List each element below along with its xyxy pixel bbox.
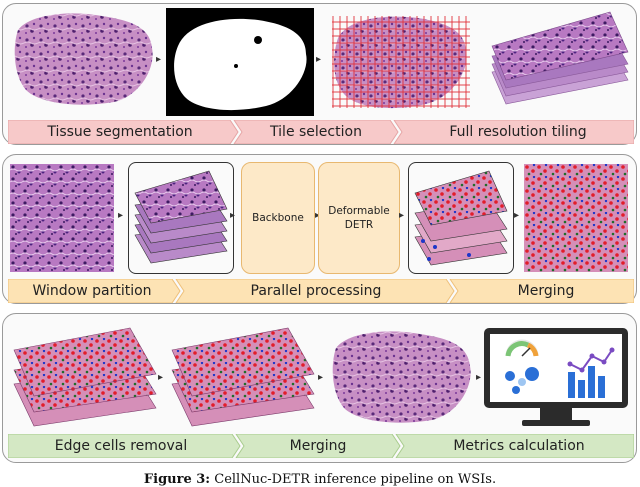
final-tissue-image [328,326,476,424]
stage-metrics-calculation: Metrics calculation [453,438,585,454]
arrow-10: ▸ [476,372,482,383]
row-1-stage-bar: Tissue segmentation Tile selection Full … [8,120,634,144]
edge-removal-stack [10,326,158,428]
tile-stack [482,8,632,114]
backbone-label: Backbone [252,212,304,224]
detr-label-line-1: Deformable [328,205,390,217]
arrow-6: ▸ [399,210,405,221]
tissue-image [10,8,158,108]
arrow-7: ▸ [514,210,520,221]
window-stack [128,162,234,274]
stage-window-partition: Window partition [32,283,152,299]
arrow-1: ▸ [156,54,162,65]
backbone-box: Backbone [241,162,315,274]
arrow-8: ▸ [158,372,164,383]
deformable-detr-box: Deformable DETR [318,162,400,274]
stage-tissue-segmentation: Tissue segmentation [47,124,193,140]
monitor-icon [482,326,630,430]
stage-merging-2: Merging [517,283,575,299]
stage-full-resolution-tiling: Full resolution tiling [449,124,587,140]
bar-chart-icon [567,347,615,398]
caption-text: CellNuc-DETR inference pipeline on WSIs. [210,472,497,487]
caption-label: Figure 3: [143,472,211,487]
arrow-3: ▸ [118,210,124,221]
arrow-9: ▸ [318,372,324,383]
stage-edge-cells-removal: Edge cells removal [54,438,188,454]
stage-tile-selection: Tile selection [270,124,362,140]
arrow-5: ▸ [315,210,320,221]
detection-stack [408,162,514,274]
arrow-2: ▸ [316,54,322,65]
merged-detection-image [524,164,628,272]
figure-caption: Figure 3: CellNuc-DETR inference pipelin… [0,472,640,487]
tile-grid [326,8,474,116]
stage-merging-3: Merging [289,438,347,454]
stage-parallel-processing: Parallel processing [250,283,382,299]
window-image [10,164,114,272]
detr-label-line-2: DETR [344,219,374,231]
arrow-4: ▸ [230,210,236,221]
gauge-icon [505,339,539,357]
merged-stack [168,326,318,428]
row-3-stage-bar: Edge cells removal Merging Metrics calcu… [8,434,634,458]
tissue-mask [166,8,314,116]
row-2-stage-bar: Window partition Parallel processing Mer… [8,279,634,303]
